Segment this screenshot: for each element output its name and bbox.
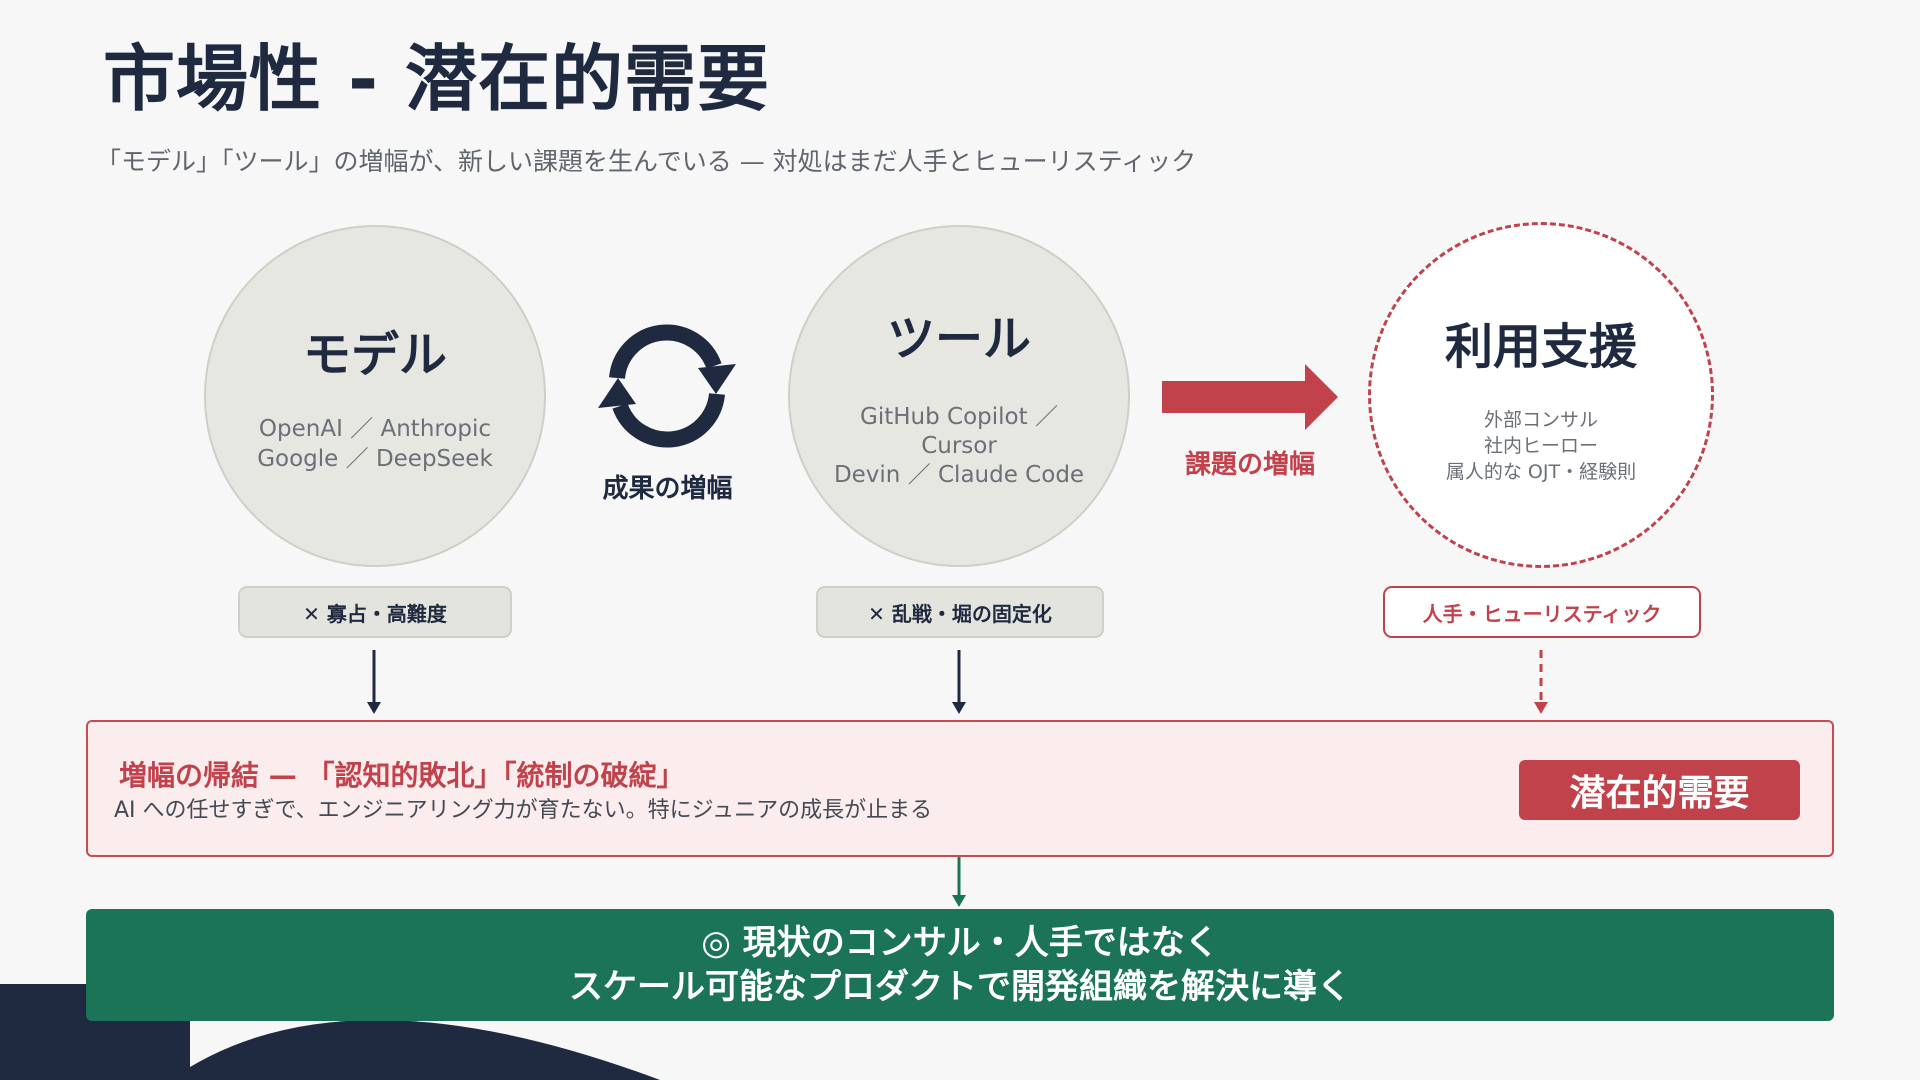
tool-line-2: Cursor: [921, 433, 997, 459]
model-tag: ✕ 寡占・高難度: [238, 586, 512, 638]
latent-demand-badge: 潜在的需要: [1519, 760, 1800, 820]
arrow-label: 課題の増幅: [1184, 450, 1315, 480]
model-circle: モデル OpenAI ／ Anthropic Google ／ DeepSeek: [204, 225, 546, 567]
support-tag: 人手・ヒューリスティック: [1383, 586, 1701, 638]
cycle-label: 成果の増幅: [602, 474, 733, 504]
tool-circle: ツール GitHub Copilot ／ Cursor Devin ／ Clau…: [788, 225, 1130, 567]
tool-tag: ✕ 乱戦・堀の固定化: [816, 586, 1104, 638]
model-title: モデル: [302, 327, 447, 383]
conclusion-line-1: ◎ 現状のコンサル・人手ではなく: [701, 922, 1219, 963]
page-subtitle: 「モデル」「ツール」の増幅が、新しい課題を生んでいる — 対処はまだ人手とヒュー…: [96, 147, 1197, 176]
down-arrow-support: [1534, 650, 1548, 714]
support-line-3: 属人的な OJT・経験則: [1445, 461, 1637, 483]
conclusion-line-2: スケール可能なプロダクトで開発組織を解決に導く: [569, 967, 1351, 1007]
page-title: 市場性 - 潜在的需要: [103, 37, 771, 121]
result-heading: 増幅の帰結 — 「認知的敗北」「統制の破綻」: [119, 759, 685, 792]
down-arrow-model: [367, 650, 381, 714]
down-arrow-tool: [952, 650, 966, 714]
cycle-icon: [598, 324, 736, 448]
tool-line-1: GitHub Copilot ／: [860, 404, 1058, 430]
conclusion-box: ◎ 現状のコンサル・人手ではなく スケール可能なプロダクトで開発組織を解決に導く: [86, 909, 1834, 1021]
support-line-2: 社内ヒーロー: [1483, 435, 1598, 457]
tool-title: ツール: [886, 311, 1031, 367]
model-line-2: Google ／ DeepSeek: [257, 446, 493, 472]
result-body: AI への任せすぎで、エンジニアリング力が育たない。特にジュニアの成長が止まる: [114, 798, 933, 823]
support-circle: 利用支援 外部コンサル 社内ヒーロー 属人的な OJT・経験則: [1368, 222, 1714, 568]
support-title: 利用支援: [1444, 319, 1637, 375]
red-arrow-icon: [1162, 364, 1338, 430]
tool-line-3: Devin ／ Claude Code: [833, 462, 1085, 488]
model-line-1: OpenAI ／ Anthropic: [258, 416, 492, 442]
down-arrow-green: [952, 857, 966, 907]
support-line-1: 外部コンサル: [1483, 409, 1598, 431]
